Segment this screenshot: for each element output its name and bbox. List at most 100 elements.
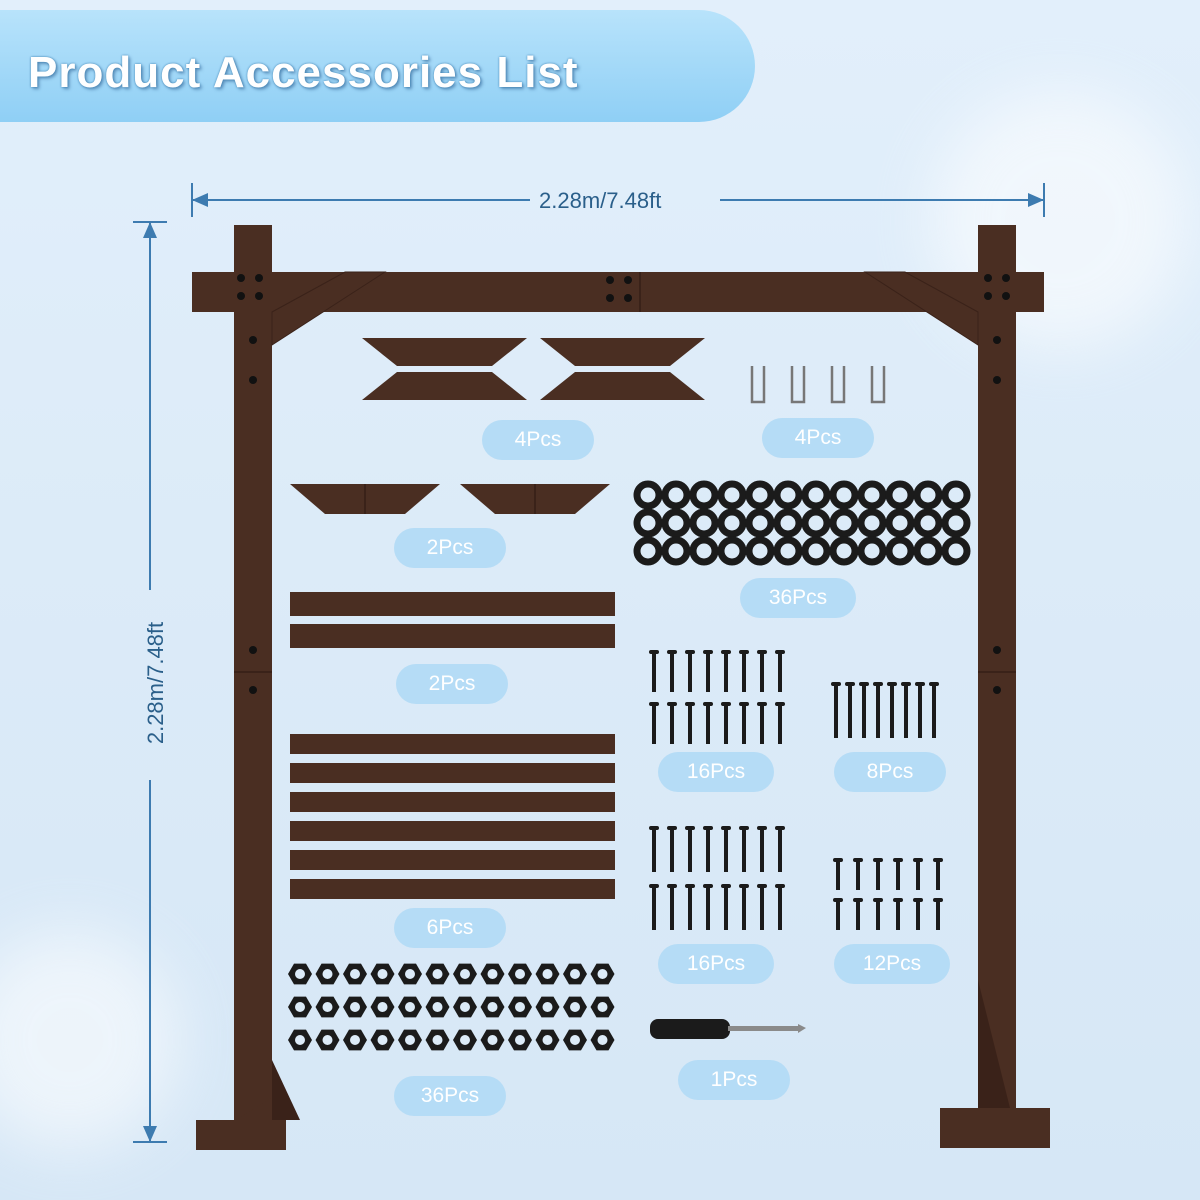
- arch-bolt: [984, 292, 992, 300]
- screw-icon: [936, 862, 940, 890]
- hex-nut-hole: [405, 1035, 415, 1045]
- washer-icon: [745, 480, 775, 510]
- hex-nut-hole: [432, 1002, 443, 1012]
- screw-icon-head: [913, 898, 923, 902]
- arch-bolt: [249, 646, 257, 654]
- arch-bolt: [993, 686, 1001, 694]
- washer-icon: [829, 508, 859, 538]
- hex-nut-hole: [350, 1002, 360, 1012]
- bolt-icon: [724, 830, 728, 872]
- arch-bolt: [984, 274, 992, 282]
- screwdriver-group: [650, 1019, 806, 1039]
- title-banner: Product Accessories List: [0, 10, 755, 122]
- left-post: [234, 225, 272, 1125]
- washer-icon: [829, 480, 859, 510]
- screw-icon: [856, 862, 860, 890]
- bolt-icon-head: [703, 826, 713, 830]
- wooden-arch-frame: [192, 225, 1050, 1150]
- hex-nut-hole: [322, 1035, 333, 1045]
- bolt-icon-head: [667, 884, 677, 888]
- u-hook-icon: [870, 366, 886, 404]
- washer-icon: [633, 508, 663, 538]
- washer-icon: [661, 536, 691, 566]
- wood-brace-icon: [362, 372, 527, 400]
- screw-icon-head: [831, 682, 841, 686]
- screw-icon: [836, 862, 840, 890]
- arch-bolt: [993, 336, 1001, 344]
- wood-brace-icon: [540, 372, 705, 400]
- hex-nut-hole: [542, 1035, 553, 1045]
- bolt-icon-head: [703, 650, 713, 654]
- arch-bolt: [237, 274, 245, 282]
- hex-nut-hole: [487, 1002, 498, 1012]
- screw-icon-head: [929, 682, 939, 686]
- screw-icon-head: [901, 682, 911, 686]
- wood-board-icon: [290, 821, 615, 841]
- bolt-icon-head: [721, 826, 731, 830]
- bolt-icon: [706, 706, 710, 744]
- hex-nut-hole: [487, 1035, 498, 1045]
- bolt-icon-head: [685, 702, 695, 706]
- arch-bolt: [993, 376, 1001, 384]
- hex-nut-hole: [570, 1035, 580, 1045]
- bolt-icon-head: [757, 650, 767, 654]
- bolt-icon-head: [739, 884, 749, 888]
- bolt-icon-head: [667, 826, 677, 830]
- screw-icon: [848, 686, 852, 738]
- washer-icon: [913, 480, 943, 510]
- bolt-icon: [742, 706, 746, 744]
- bolt-icon: [688, 654, 692, 692]
- bolt-icon: [778, 888, 782, 930]
- screw-icon-head: [893, 898, 903, 902]
- screw-icon-head: [873, 858, 883, 862]
- hex-nut-hole: [432, 969, 443, 979]
- qty-pill-hex-nuts: 36Pcs: [394, 1076, 506, 1116]
- washer-icon: [689, 536, 719, 566]
- screw-icon-head: [833, 898, 843, 902]
- hex-nut-hole: [487, 969, 498, 979]
- bolt-icon-head: [775, 702, 785, 706]
- arch-bolt: [606, 294, 614, 302]
- screw-icon: [836, 902, 840, 930]
- screw-icon-head: [853, 858, 863, 862]
- bolt-icon: [760, 830, 764, 872]
- washer-icon: [773, 536, 803, 566]
- u-hooks-group: [750, 366, 886, 404]
- arch-bolt: [237, 292, 245, 300]
- bolt-icon: [652, 654, 656, 692]
- bolt-icon: [778, 654, 782, 692]
- u-hook-icon: [790, 366, 806, 404]
- hex-nut-hole: [597, 969, 608, 979]
- bolt-icon: [688, 888, 692, 930]
- washer-icon: [829, 536, 859, 566]
- washer-icon: [941, 508, 971, 538]
- hex-nut-hole: [377, 969, 388, 979]
- washer-icon: [913, 508, 943, 538]
- hex-nut-hole: [460, 969, 470, 979]
- arrowhead-bottom: [143, 1126, 157, 1142]
- right-foot-plate: [940, 1108, 1050, 1148]
- bolt-icon: [724, 888, 728, 930]
- width-dimension-label: 2.28m/7.48ft: [539, 188, 662, 213]
- bolt-icon-head: [775, 650, 785, 654]
- screw-icon-head: [853, 898, 863, 902]
- screw-icon: [876, 686, 880, 738]
- bolt-icon-head: [667, 702, 677, 706]
- washer-icon: [661, 480, 691, 510]
- qty-pill-top-beams: 2Pcs: [396, 664, 508, 704]
- bolt-icon: [760, 888, 764, 930]
- left-foot-brace: [272, 1060, 300, 1120]
- bolt-icon: [706, 888, 710, 930]
- screw-icon: [932, 686, 936, 738]
- wood-board-icon: [290, 734, 615, 754]
- screw-icon-head: [845, 682, 855, 686]
- top-beams-group: [290, 592, 615, 648]
- washer-icon: [689, 480, 719, 510]
- bolt-icon: [724, 706, 728, 744]
- bolt-icon-head: [757, 826, 767, 830]
- washer-icon: [941, 536, 971, 566]
- screw-icon: [896, 862, 900, 890]
- qty-pill-u-hooks: 4Pcs: [762, 418, 874, 458]
- washer-icon: [745, 536, 775, 566]
- screw-icon: [834, 686, 838, 738]
